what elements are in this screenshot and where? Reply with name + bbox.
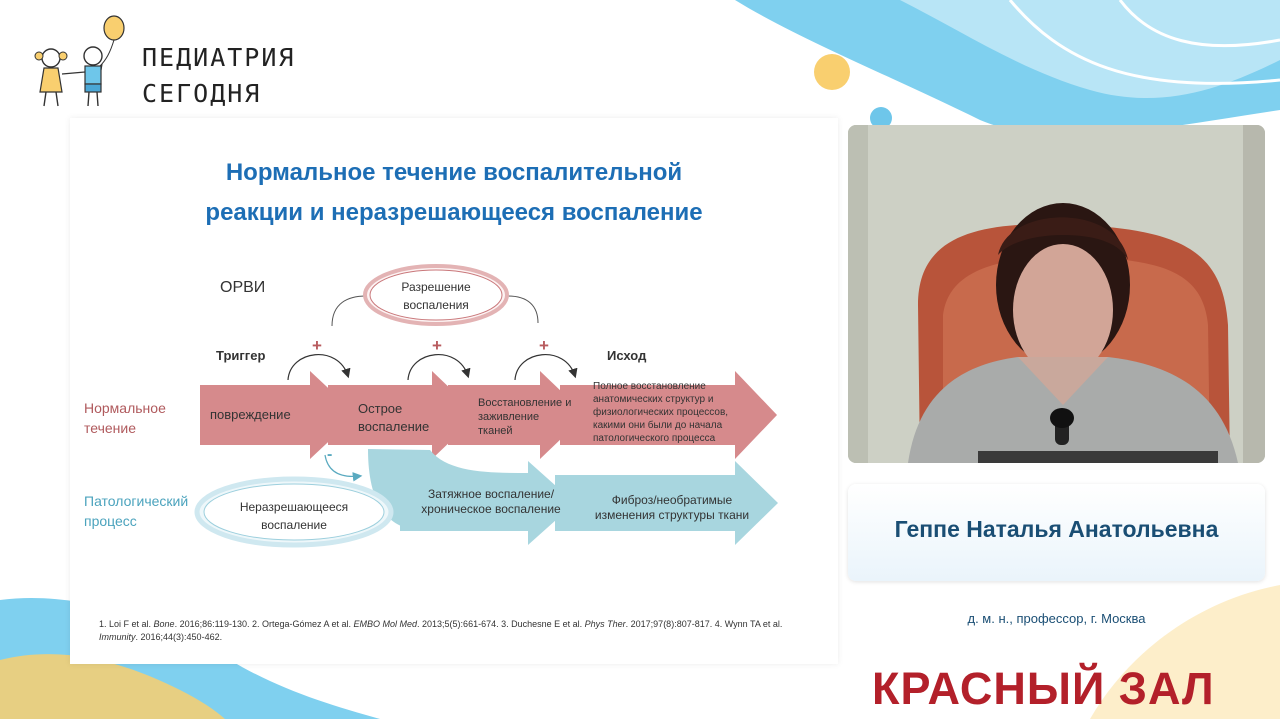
- arrow-bottom-2: [555, 461, 778, 545]
- arrow-top-3: [448, 371, 586, 459]
- hall-name: КРАСНЫЙ ЗАЛ: [872, 663, 1215, 714]
- top-right-wave-stroke-2: [1118, 0, 1280, 48]
- arrow-top-3-text: Восстановление и заживление тканей: [478, 397, 572, 437]
- reference-fragment: . 2016;44(3):450-462.: [135, 632, 223, 642]
- speaker-name-card: Геппе Наталья Анатольевна: [848, 484, 1265, 581]
- bottom-right-wave: [1090, 585, 1280, 719]
- trigger-label: Триггер: [216, 348, 266, 363]
- speaker-video: [848, 125, 1265, 463]
- top-right-wave-light: [900, 0, 1280, 99]
- speaker-title: д. м. н., профессор, г. Москва: [967, 611, 1146, 626]
- resolution-label: Разрешение воспаления: [401, 280, 471, 312]
- reference-fragment: Bone: [153, 619, 175, 629]
- orvi-label: ОРВИ: [220, 279, 266, 296]
- yellow-dot: [814, 54, 850, 90]
- plus-sign-1: +: [312, 336, 322, 355]
- reference-fragment: 1. Loi F et al.: [99, 619, 154, 629]
- reference-fragment: EMBO Mol Med: [353, 619, 418, 629]
- arrow-bottom-1-text: Затяжное воспаление/хроническое воспален…: [421, 487, 561, 516]
- minus-sign: -: [327, 446, 333, 463]
- references: 1. Loi F et al. Bone. 2016;86:119-130. 2…: [99, 618, 819, 644]
- minus-arc: [324, 454, 363, 482]
- plus-arc-2: [407, 354, 471, 381]
- resolution-arc-left: [331, 295, 367, 327]
- outcome-label: Исход: [607, 348, 647, 363]
- arrow-top-1: [200, 371, 357, 459]
- blue-dot: [870, 107, 892, 129]
- arrow-top-1-text: повреждение: [210, 407, 291, 422]
- normal-course-label: Нормальное течение: [84, 400, 166, 436]
- presentation-slide: Нормальное течение воспалительной реакци…: [70, 118, 838, 664]
- speaker-name: Геппе Наталья Анатольевна: [894, 516, 1219, 542]
- reference-fragment: . 2017;97(8):807-817. 4. Wynn TA et al.: [625, 619, 783, 629]
- inflammation-diagram: [194, 264, 778, 548]
- reference-fragment: Phys Ther: [584, 619, 626, 629]
- reference-fragment: Immunity: [99, 632, 136, 642]
- logo-text-line1: ПЕДИАТРИЯ: [142, 43, 296, 72]
- arrow-bottom-1: [400, 461, 575, 545]
- unresolved-label: Неразрешающееся воспаление: [239, 500, 349, 532]
- arrow-top-2-text: Острое воспаление: [358, 401, 430, 434]
- arrow-bottom-2-text: Фиброз/необратимые изменения структуры т…: [594, 493, 750, 522]
- plus-sign-2: +: [432, 336, 442, 355]
- speaker-video-frame: [848, 125, 1265, 463]
- reference-fragment: . 2013;5(5):661-674. 3. Duchesne E et al…: [417, 619, 585, 629]
- plus-arc-1: [287, 354, 351, 381]
- plus-sign-3: +: [539, 336, 549, 355]
- arrow-top-4-text: Полное восстановление анатомических стру…: [593, 381, 729, 444]
- logo-text-line2: СЕГОДНЯ: [142, 79, 262, 108]
- plus-arc-3: [514, 354, 578, 381]
- arrow-top-4: [560, 371, 777, 459]
- logo-kids-icon: [34, 15, 125, 107]
- pathologic-process-label: Патологический процесс: [84, 493, 189, 529]
- arrow-top-2: [328, 371, 478, 459]
- slide-title-line1: Нормальное течение воспалительной: [225, 159, 683, 186]
- slide-title-line2: реакции и неразрешающееся воспаление: [205, 199, 703, 226]
- bottom-left-wave-yellow: [0, 654, 225, 719]
- reference-fragment: . 2016;86:119-130. 2. Ortega-Gómez A et …: [174, 619, 354, 629]
- resolution-arc-right: [507, 295, 539, 324]
- top-right-wave-stroke: [1008, 0, 1280, 85]
